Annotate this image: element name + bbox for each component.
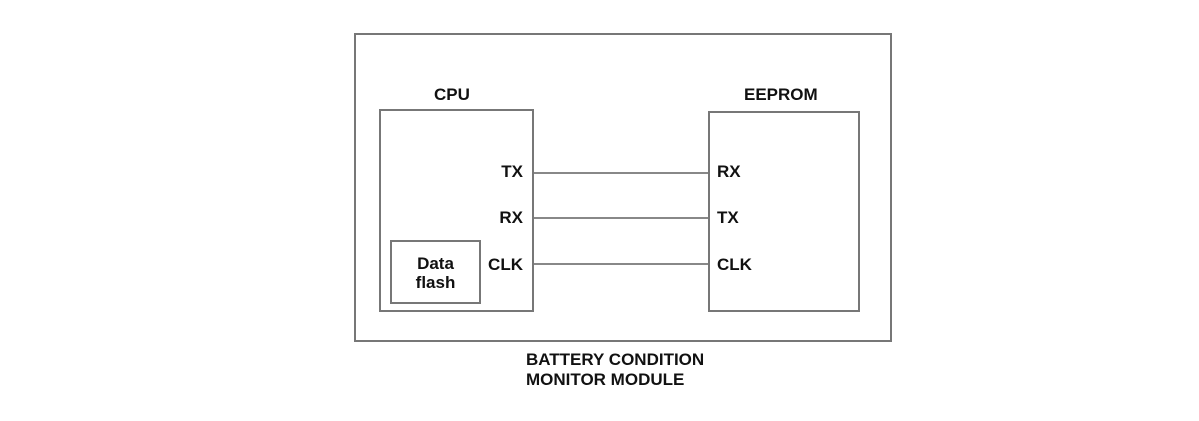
module-caption-line2: MONITOR MODULE [526, 370, 685, 389]
module-caption: BATTERY CONDITION MONITOR MODULE [526, 350, 704, 390]
eeprom-block [708, 111, 860, 312]
cpu-title: CPU [434, 85, 470, 104]
eeprom-clk-pin-label: CLK [717, 255, 752, 274]
cpu-rx-pin-label: RX [499, 208, 523, 227]
clk-wire [534, 263, 708, 265]
data-flash-label: Data flash [390, 254, 481, 292]
tx-to-rx-wire [534, 172, 708, 174]
data-flash-block [390, 240, 481, 304]
cpu-clk-pin-label: CLK [488, 255, 523, 274]
cpu-tx-pin-label: TX [501, 162, 523, 181]
module-outline [354, 33, 892, 342]
rx-to-tx-wire [534, 217, 708, 219]
eeprom-title: EEPROM [744, 85, 818, 104]
eeprom-rx-pin-label: RX [717, 162, 741, 181]
data-flash-label-line1: Data [417, 254, 454, 273]
module-caption-line1: BATTERY CONDITION [526, 350, 705, 369]
eeprom-tx-pin-label: TX [717, 208, 739, 227]
data-flash-label-line2: flash [415, 273, 456, 292]
